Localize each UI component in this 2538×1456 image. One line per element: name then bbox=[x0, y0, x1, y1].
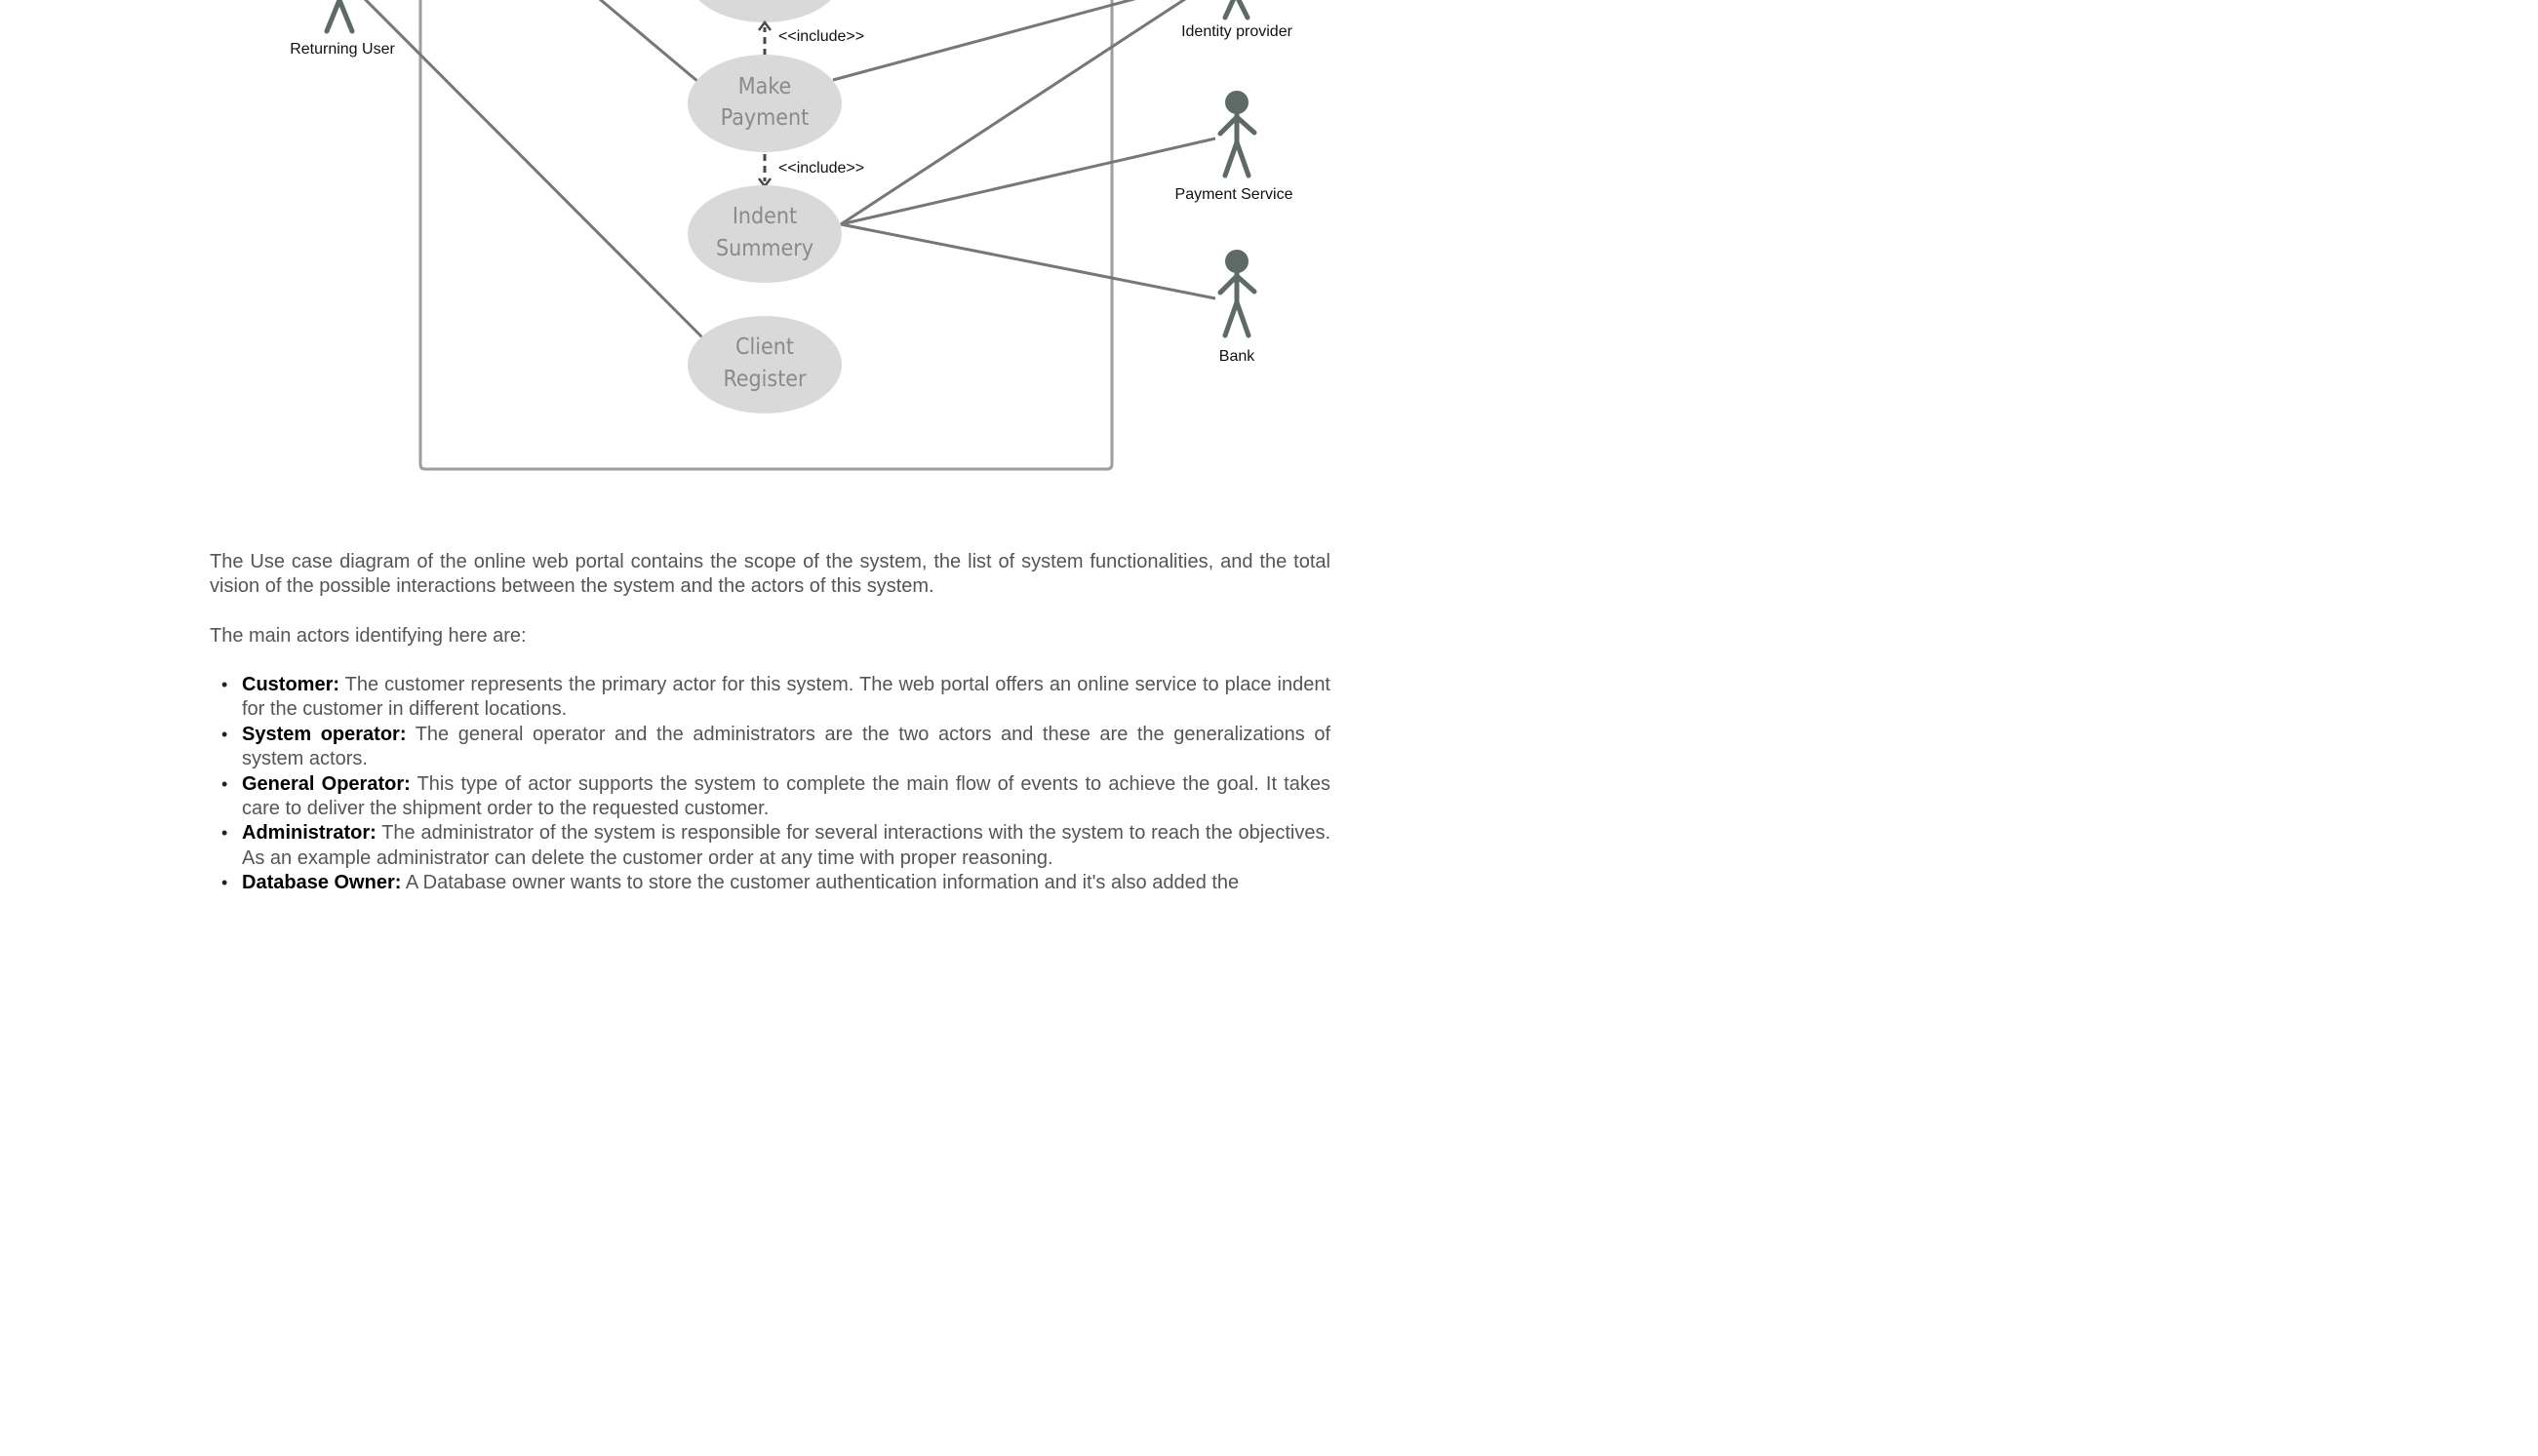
actor-payment-service-label: Payment Service bbox=[1175, 186, 1293, 203]
actor-description: The customer represents the primary acto… bbox=[242, 674, 1330, 721]
association-line bbox=[832, 0, 1136, 82]
system-boundary bbox=[418, 0, 1114, 471]
actor-returning-user-label: Returning User bbox=[290, 41, 395, 58]
association-line bbox=[840, 222, 1216, 300]
actor-term: General Operator: bbox=[242, 772, 411, 795]
actor-description-list: Customer: The customer represents the pr… bbox=[210, 673, 1330, 896]
association-line bbox=[363, 0, 705, 340]
svg-text:Payment: Payment bbox=[721, 105, 809, 131]
actor-description: The administrator of the system is respo… bbox=[242, 822, 1330, 869]
actor-description: A Database owner wants to store the cust… bbox=[401, 872, 1240, 894]
actor-description: The general operator and the administrat… bbox=[242, 723, 1330, 770]
list-item: Customer: The customer represents the pr… bbox=[210, 673, 1330, 723]
list-item: Database Owner: A Database owner wants t… bbox=[210, 871, 1330, 896]
include-label: <<include>> bbox=[778, 28, 864, 45]
list-item: General Operator: This type of actor sup… bbox=[210, 772, 1330, 822]
association-line bbox=[840, 137, 1216, 226]
actor-payment-service-icon bbox=[1217, 91, 1257, 178]
use-case-make-payment: Make Payment bbox=[688, 55, 842, 152]
actor-term: Customer: bbox=[242, 674, 340, 695]
actor-identity-provider-label: Identity provider bbox=[1181, 23, 1293, 40]
use-case-indent-summary: Indent Summery bbox=[688, 185, 842, 283]
svg-text:Indent: Indent bbox=[733, 204, 797, 229]
list-item: Administrator: The administrator of the … bbox=[210, 821, 1330, 871]
actor-bank-icon bbox=[1217, 250, 1257, 338]
use-case-diagram: <<include>> <<include>> Make Payment Ind… bbox=[290, 0, 1293, 471]
svg-text:Make: Make bbox=[738, 74, 791, 99]
svg-text:Client: Client bbox=[735, 334, 794, 360]
include-arrow bbox=[758, 154, 772, 189]
actor-bank-label: Bank bbox=[1219, 348, 1255, 365]
use-case-ellipse bbox=[698, 0, 831, 22]
svg-text:Register: Register bbox=[723, 367, 807, 392]
actor-identity-provider-icon bbox=[1222, 0, 1250, 20]
include-label: <<include>> bbox=[778, 160, 864, 177]
main-actors-intro: The main actors identifying here are: bbox=[210, 625, 527, 647]
actor-returning-user-icon bbox=[324, 0, 355, 34]
list-item: System operator: The general operator an… bbox=[210, 723, 1330, 772]
use-case-client-register: Client Register bbox=[688, 316, 842, 413]
association-line bbox=[840, 0, 1187, 226]
association-line bbox=[598, 0, 699, 84]
actor-term: System operator: bbox=[242, 723, 407, 745]
actor-description: This type of actor supports the system t… bbox=[242, 772, 1330, 820]
actor-term: Administrator: bbox=[242, 822, 377, 845]
svg-text:Summery: Summery bbox=[716, 236, 813, 261]
actor-term: Database Owner: bbox=[242, 872, 402, 894]
include-arrow bbox=[758, 20, 772, 56]
description-paragraph: The Use case diagram of the online web p… bbox=[210, 551, 1330, 598]
